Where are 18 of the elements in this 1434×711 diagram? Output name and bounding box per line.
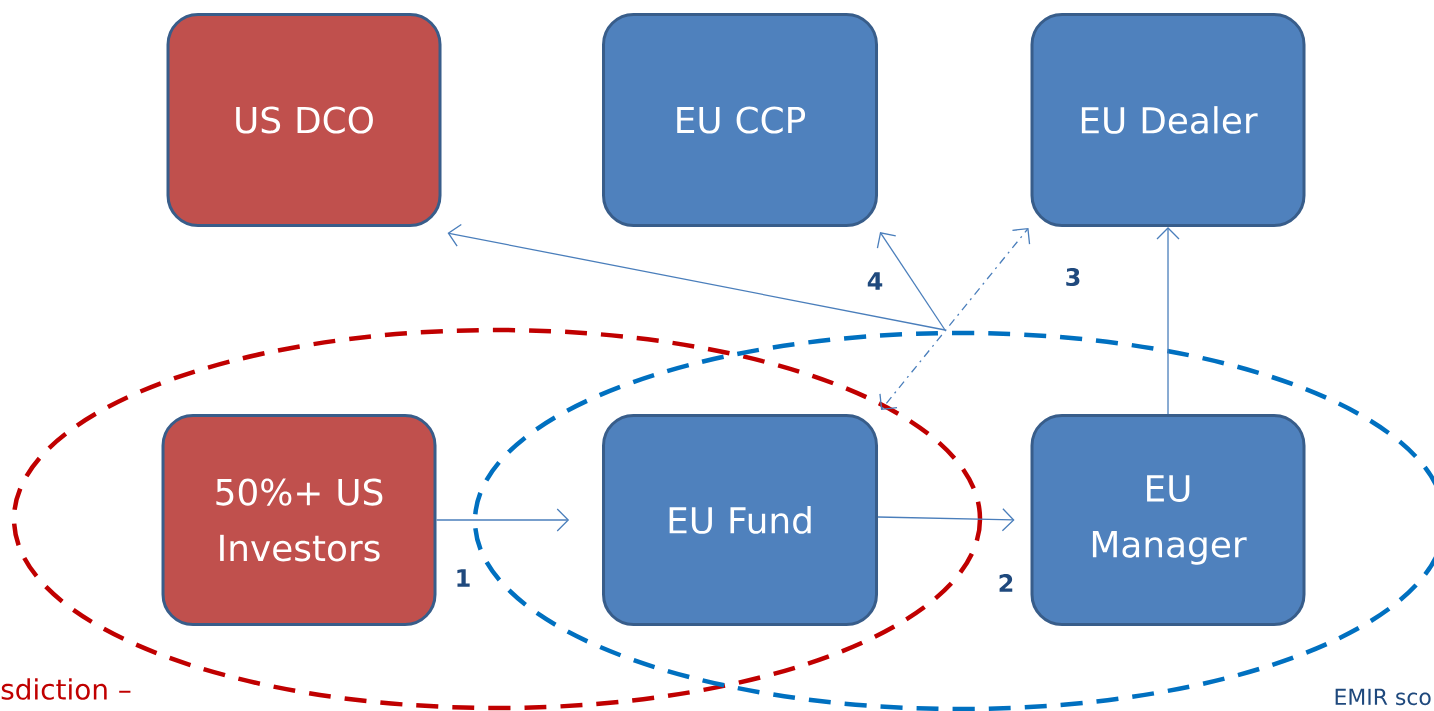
step-number: 4: [867, 272, 883, 290]
step-number: 1: [457, 569, 470, 587]
arrow: [876, 232, 946, 331]
scope-label: sdiction –: [1, 678, 131, 700]
scope-label: EMIR sco: [1335, 688, 1431, 706]
entity-box: US DCO: [166, 13, 442, 227]
arrow: [435, 508, 570, 532]
entity-box: 50%+ US Investors: [161, 414, 437, 626]
entity-box: EU Manager: [1030, 414, 1306, 626]
entity-box: EU Fund: [602, 414, 878, 626]
step-number: 2: [999, 574, 1013, 592]
arrow: [1156, 227, 1180, 415]
arrow: [879, 228, 1031, 410]
step-number: 3: [1066, 267, 1080, 287]
entity-box: EU Dealer: [1030, 13, 1306, 227]
arrow: [877, 508, 1015, 532]
entity-box: EU CCP: [602, 13, 878, 227]
arrow: [447, 223, 946, 331]
